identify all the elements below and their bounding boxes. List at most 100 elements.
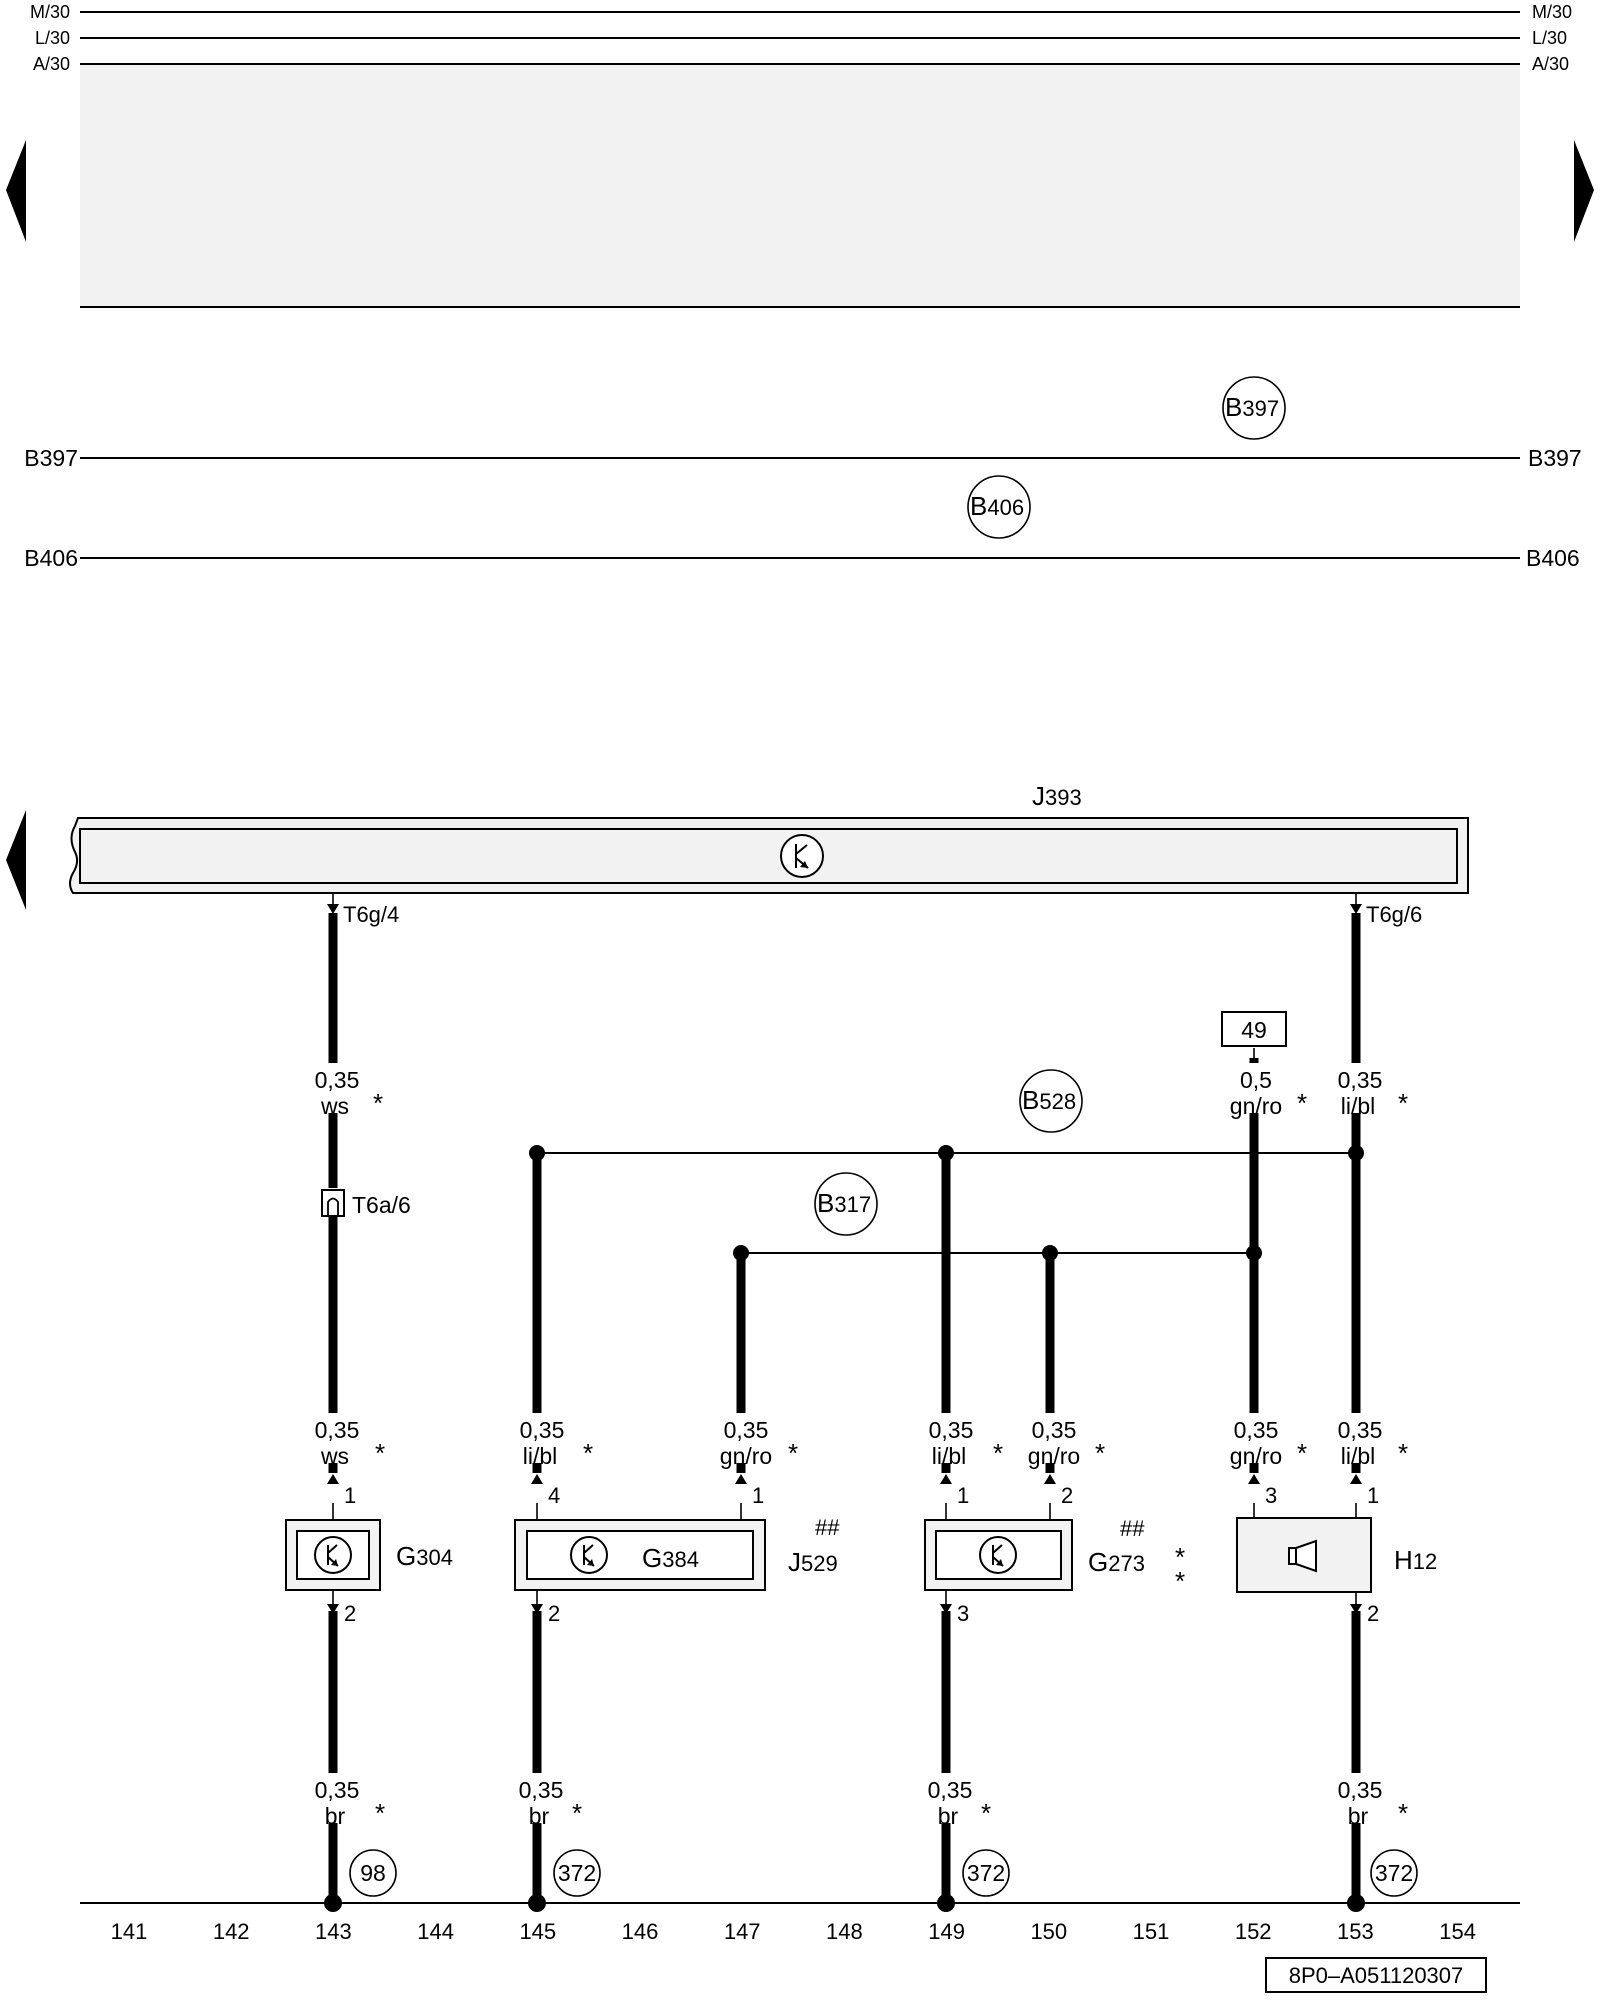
svg-text:*: * <box>1175 1542 1185 1572</box>
rail-label-l30-right: L/30 <box>1532 28 1567 48</box>
svg-text:*: * <box>1398 1438 1408 1468</box>
pin-arrow-icon <box>940 1604 952 1614</box>
svg-text:1: 1 <box>344 1483 356 1508</box>
track-number: 153 <box>1337 1919 1374 1944</box>
wire-label: 0,35 li/bl * <box>929 1417 1003 1469</box>
thick-wires <box>328 913 1361 1903</box>
svg-text:li/bl: li/bl <box>1341 1093 1376 1119</box>
svg-text:li/bl: li/bl <box>523 1443 558 1469</box>
rail-label-m30-right: M/30 <box>1532 2 1572 22</box>
ground-ref-bubble: 372 <box>962 1849 1010 1897</box>
svg-text:br: br <box>529 1803 550 1829</box>
svg-text:*: * <box>1095 1438 1105 1468</box>
transistor-icon <box>314 1536 352 1574</box>
rail-shaded-area <box>80 65 1520 307</box>
transistor-icon <box>570 1536 608 1574</box>
terminal-49: 49 <box>1221 1011 1287 1047</box>
ground-refs: 98 372 372 372 <box>349 1849 1418 1897</box>
page-back-arrow-icon[interactable] <box>6 140 26 242</box>
svg-text:gn/ro: gn/ro <box>1230 1093 1282 1119</box>
svg-text:br: br <box>938 1803 959 1829</box>
controller-j393: J393 <box>6 781 1469 910</box>
ground-ref-bubble: 98 <box>349 1849 397 1897</box>
svg-text:372: 372 <box>558 1860 596 1886</box>
track-number: 147 <box>724 1919 761 1944</box>
pin-arrow-icon <box>531 1604 543 1614</box>
footer-code-box: 8P0–A051120307 <box>1265 1957 1487 1993</box>
svg-text:98: 98 <box>360 1860 386 1886</box>
wire-label: 0,35 ws * <box>315 1417 385 1469</box>
component-g273-label: G273 <box>1088 1547 1145 1577</box>
svg-text:*: * <box>375 1438 385 1468</box>
ground-ref-bubble: 372 <box>1370 1849 1418 1897</box>
page-forward-arrow-icon[interactable] <box>1574 140 1594 242</box>
wire-label: 0,35 li/bl * <box>1338 1417 1408 1469</box>
svg-text:1: 1 <box>1367 1483 1379 1508</box>
svg-text:*: * <box>1398 1088 1408 1118</box>
svg-text:2: 2 <box>344 1601 356 1626</box>
track-number: 148 <box>826 1919 863 1944</box>
svg-text:ws: ws <box>320 1443 349 1469</box>
svg-text:0,35: 0,35 <box>1234 1417 1279 1443</box>
component-g304: G304 <box>285 1519 453 1591</box>
svg-text:li/bl: li/bl <box>1341 1443 1376 1469</box>
svg-text:3: 3 <box>957 1601 969 1626</box>
junction-dot <box>938 1145 954 1161</box>
footer-code: 8P0–A051120307 <box>1289 1963 1464 1988</box>
wire-label: 0,35 br * <box>1338 1777 1408 1829</box>
track-number: 144 <box>417 1919 454 1944</box>
pin-arrow-icon <box>531 1474 543 1484</box>
pin-numbers: 1 2 4 1 2 1 2 3 3 1 2 <box>344 1483 1379 1626</box>
svg-text:gn/ro: gn/ro <box>1230 1443 1282 1469</box>
wire-label: 0,35 br * <box>519 1777 582 1829</box>
component-h12: H12 <box>1236 1517 1437 1593</box>
svg-text:0,35: 0,35 <box>1338 1067 1383 1093</box>
component-g273: ## G273 * * <box>924 1516 1185 1596</box>
svg-text:0,35: 0,35 <box>1032 1417 1077 1443</box>
top-rails: M/30 L/30 A/30 M/30 L/30 A/30 <box>6 2 1594 308</box>
horn-icon <box>1288 1539 1317 1573</box>
svg-text:br: br <box>1348 1803 1369 1829</box>
component-j529-label: J529 <box>788 1547 838 1577</box>
transistor-icon <box>780 834 824 878</box>
svg-text:0,35: 0,35 <box>520 1417 565 1443</box>
controller-j393-inner <box>79 828 1458 884</box>
pin-arrow-icon <box>940 1474 952 1484</box>
junction-dots <box>324 1145 1365 1912</box>
wire-label: 0,35 gn/ro * <box>1028 1417 1105 1469</box>
pin-arrow-icon <box>1248 1474 1260 1484</box>
connector-t6a6-icon <box>321 1189 345 1217</box>
component-g384: G384 ## J529 <box>514 1515 840 1591</box>
svg-text:*: * <box>583 1438 593 1468</box>
pin-arrow-icon <box>1350 904 1362 914</box>
track-number: 142 <box>213 1919 250 1944</box>
connector-t6a6-label: T6a/6 <box>352 1192 411 1218</box>
ground-ref-bubble: 372 <box>553 1849 601 1897</box>
page-back-arrow-icon-lower[interactable] <box>6 810 26 910</box>
svg-text:0,35: 0,35 <box>928 1777 973 1803</box>
svg-text:372: 372 <box>967 1860 1005 1886</box>
component-g384-label: G384 <box>642 1543 699 1573</box>
bubble-b397: B397 <box>1222 376 1286 440</box>
pin-arrow-icon <box>327 1604 339 1614</box>
svg-text:372: 372 <box>1375 1860 1413 1886</box>
svg-text:3: 3 <box>1265 1483 1277 1508</box>
track-number: 146 <box>622 1919 659 1944</box>
svg-text:0,35: 0,35 <box>315 1777 360 1803</box>
thin-lines <box>332 893 1357 1608</box>
track-number: 141 <box>111 1919 148 1944</box>
wire-label: 0,35 br * <box>928 1777 991 1829</box>
svg-text:0,35: 0,35 <box>315 1067 360 1093</box>
svg-text:4: 4 <box>548 1483 560 1508</box>
wire-label: 0,5 gn/ro * <box>1230 1067 1307 1119</box>
rail-label-m30-left: M/30 <box>30 2 70 22</box>
svg-text:B317: B317 <box>817 1188 871 1218</box>
track-number: 152 <box>1235 1919 1272 1944</box>
svg-text:*: * <box>788 1438 798 1468</box>
component-g273-mark: ## <box>1120 1516 1145 1541</box>
wire-label: 0,35 li/bl * <box>520 1417 593 1469</box>
svg-text:0,35: 0,35 <box>1338 1777 1383 1803</box>
svg-text:2: 2 <box>1367 1601 1379 1626</box>
bubble-b528: B528 <box>1019 1069 1083 1133</box>
